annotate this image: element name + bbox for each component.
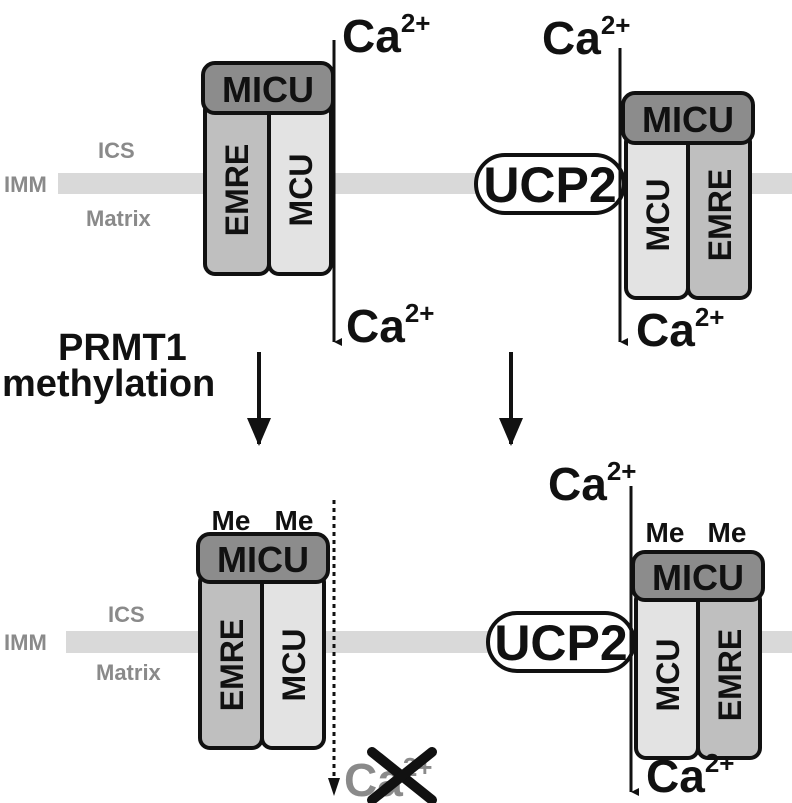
ucp2-label: UCP2	[483, 157, 616, 213]
matrix-label-top: Matrix	[86, 206, 152, 231]
methylated-complex-bottom-left: Me Me MICU EMRE MCU	[196, 505, 330, 750]
emre-label: EMRE	[214, 619, 250, 711]
uniporter-complex-top-left: MICU EMRE MCU	[201, 61, 335, 276]
micu-label: MICU	[652, 557, 744, 598]
calcium-label-in-bottom-right: Ca2+	[548, 456, 636, 510]
micu-subunit	[621, 91, 755, 145]
prmt1-step-label-line2: methylation	[2, 363, 215, 405]
mcu-label: MCU	[276, 629, 312, 702]
calcium-label-out-top-left: Ca2+	[346, 298, 434, 352]
transition-arrowhead-left	[247, 418, 271, 446]
mcu-label: MCU	[640, 179, 676, 252]
ics-label-bottom: ICS	[108, 602, 145, 627]
methyl-mark: Me	[212, 505, 251, 536]
blocked-cross-icon	[367, 747, 437, 803]
ucp2-label: UCP2	[494, 615, 627, 671]
emre-label: EMRE	[712, 629, 748, 721]
methyl-mark: Me	[708, 517, 747, 548]
micu-label: MICU	[217, 539, 309, 580]
calcium-label-in-top-right: Ca2+	[542, 10, 630, 64]
methyl-mark: Me	[275, 505, 314, 536]
imm-label-top: IMM	[4, 172, 47, 197]
transition-arrowhead-right	[499, 418, 523, 446]
methylated-complex-bottom-right: Me Me UCP2 MICU MCU EMRE	[486, 517, 765, 760]
ics-label-top: ICS	[98, 138, 135, 163]
mcu-label: MCU	[283, 154, 319, 227]
prmt1-step-label-line1: PRMT1	[58, 327, 187, 369]
imm-label-bottom: IMM	[4, 630, 47, 655]
calcium-label-in-top-left: Ca2+	[342, 8, 430, 62]
micu-label: MICU	[642, 99, 734, 140]
methyl-mark: Me	[646, 517, 685, 548]
micu-subunit	[631, 550, 765, 602]
blocked-flux-arrowhead	[328, 778, 340, 796]
emre-label: EMRE	[702, 169, 738, 261]
emre-label: EMRE	[219, 144, 255, 236]
uniporter-complex-top-right: UCP2 MICU MCU EMRE	[474, 91, 755, 300]
mcu-label: MCU	[650, 639, 686, 712]
micu-label: MICU	[222, 69, 314, 110]
micu-subunit	[196, 532, 330, 584]
matrix-label-bottom: Matrix	[96, 660, 162, 685]
calcium-label-out-top-right: Ca2+	[636, 302, 724, 356]
calcium-label-out-bottom-right: Ca2+	[646, 748, 734, 802]
